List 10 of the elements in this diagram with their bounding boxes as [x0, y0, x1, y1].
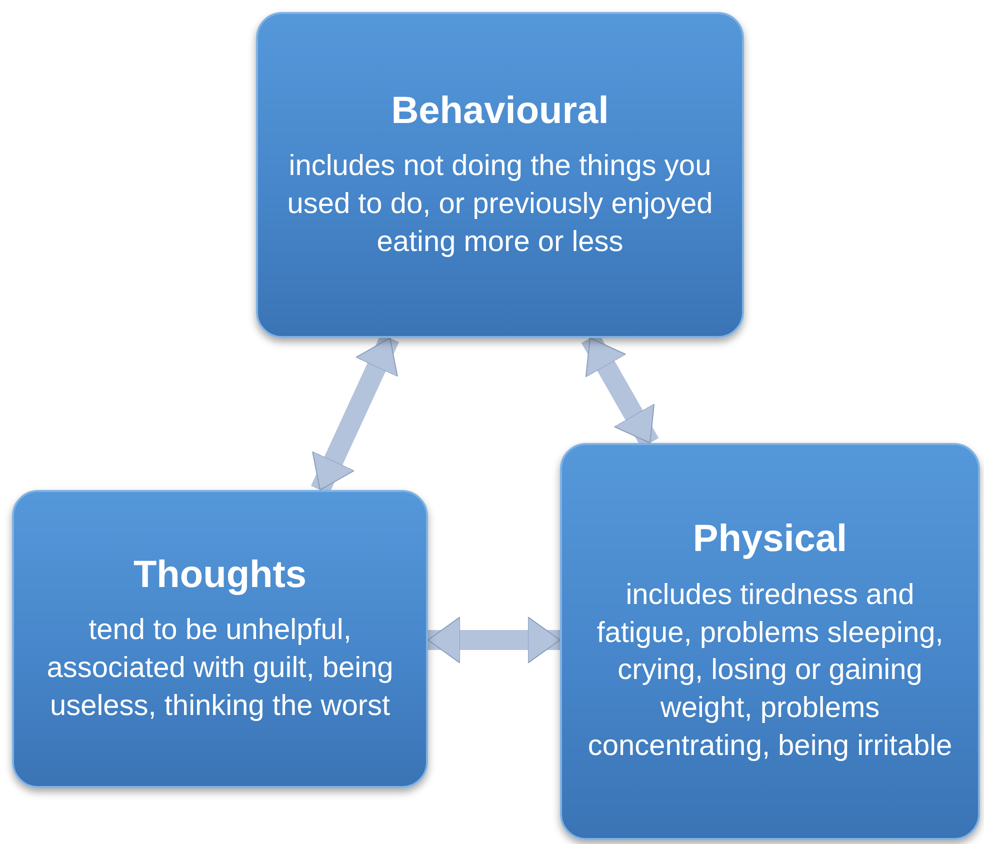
box-title: Thoughts: [133, 552, 307, 598]
box-description: includes tiredness and fatigue, problems sleeping, crying, losing or gaining weight, problems concentrating, being irritable: [586, 578, 954, 764]
rounded-box: [12, 490, 428, 788]
box-description: includes not doing the things you used to do, or previously enjoyed eating more or less: [286, 149, 714, 260]
box-title: Behavioural: [391, 88, 609, 134]
rounded-box: [560, 443, 980, 840]
rounded-box: [256, 12, 744, 338]
double-arrow: [428, 616, 560, 664]
box-title: Physical: [692, 517, 848, 562]
box-description: tend to be unhelpful, associated with guilt, being useless, thinking the worst: [46, 613, 394, 724]
